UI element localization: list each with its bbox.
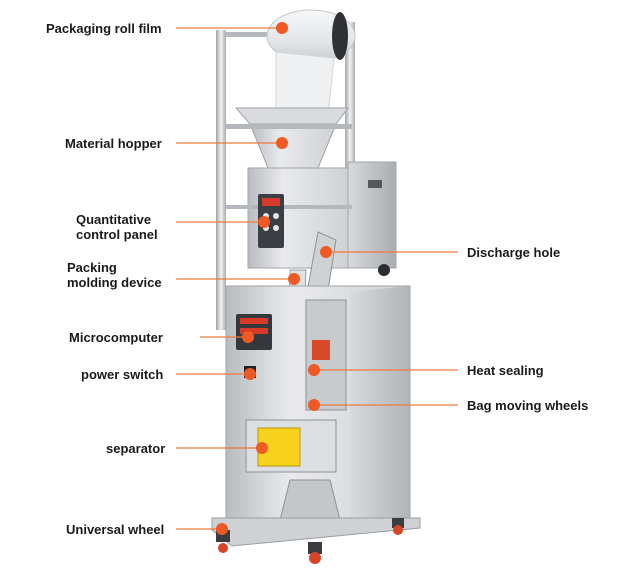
marker-heat-sealing: [308, 364, 320, 376]
marker-power-switch: [244, 368, 256, 380]
marker-packaging-roll-film: [276, 22, 288, 34]
hopper-graphic: [226, 107, 352, 169]
marker-microcomputer: [242, 331, 254, 343]
frame-pole-left: [216, 30, 226, 330]
label-material-hopper: Material hopper: [65, 136, 162, 151]
marker-packing-molding-device: [288, 273, 300, 285]
marker-discharge-hole: [320, 246, 332, 258]
upper-body-graphic: [226, 161, 397, 276]
label-microcomputer: Microcomputer: [69, 330, 163, 345]
frame-pole-right: [345, 22, 355, 172]
label-universal-wheel: Universal wheel: [66, 522, 165, 537]
label-packing-molding-device: Packing molding device: [67, 260, 162, 290]
label-discharge-hole: Discharge hole: [467, 245, 561, 260]
label-bag-moving-wheels: Bag moving wheels: [467, 398, 589, 413]
label-packaging-roll-film: Packaging roll film: [46, 21, 162, 36]
label-power-switch: power switch: [81, 367, 164, 382]
label-quantitative-control-panel: Quantitative control panel: [76, 212, 158, 242]
label-separator: separator: [106, 441, 166, 456]
marker-bag-moving-wheels: [308, 399, 320, 411]
marker-separator: [256, 442, 268, 454]
marker-universal-wheel: [216, 523, 228, 535]
marker-quantitative-control-panel: [258, 216, 270, 228]
base-graphic: [211, 517, 421, 564]
callout-layer: [176, 22, 458, 535]
roll-film-graphic: [224, 9, 356, 122]
marker-material-hopper: [276, 137, 288, 149]
label-heat-sealing: Heat sealing: [467, 363, 544, 378]
